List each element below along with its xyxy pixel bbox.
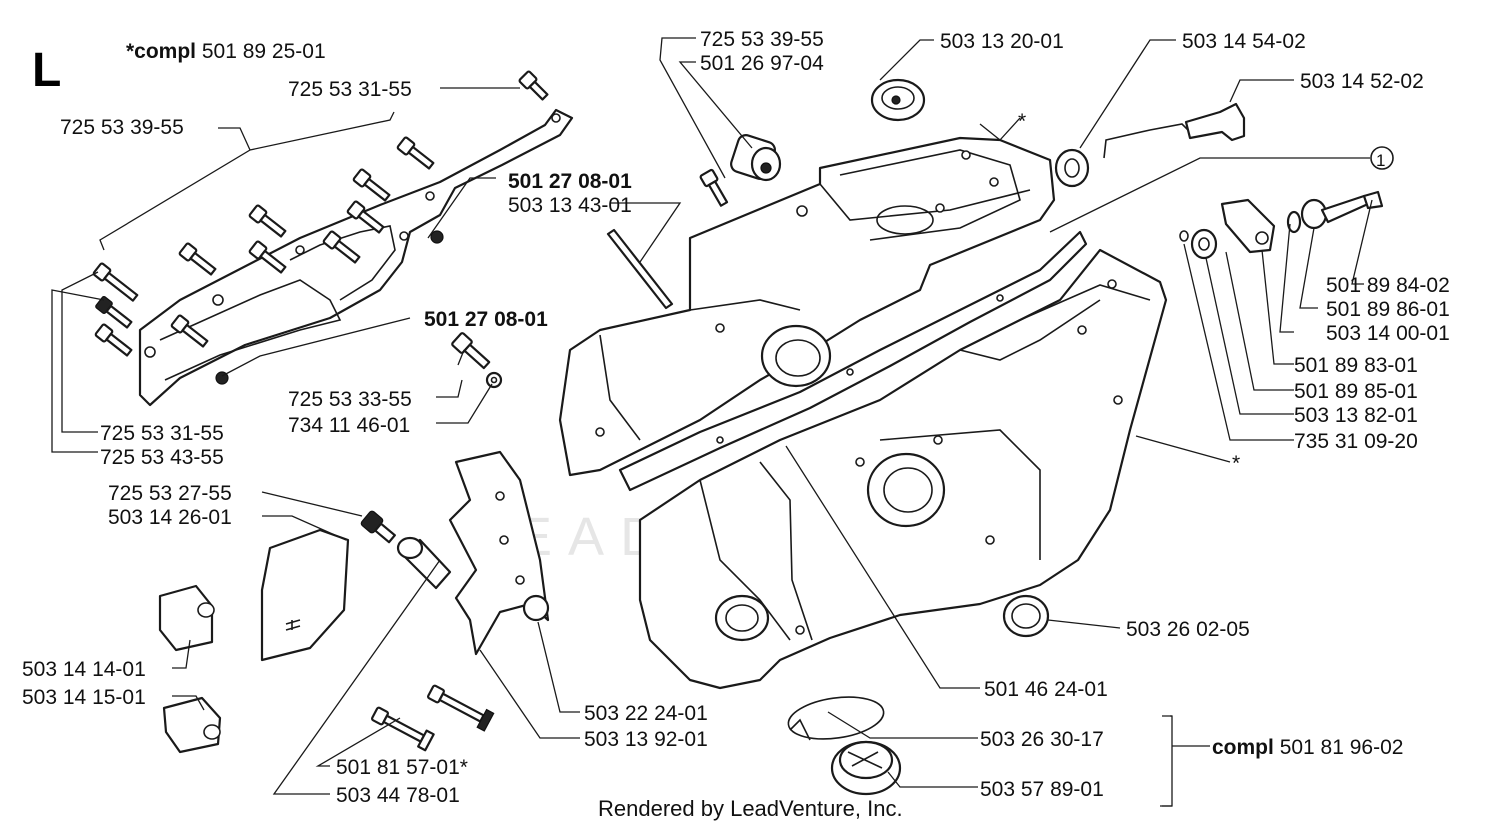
oil-seal: [1002, 594, 1050, 638]
part-label: 503 22 24-01: [584, 702, 708, 725]
decompression-valve: [1179, 190, 1384, 260]
part-label: 501 26 97-04: [700, 52, 824, 75]
cap-screws-gasket: [92, 70, 549, 385]
footer-credit: Rendered by LeadVenture, Inc.: [598, 796, 903, 821]
fuel-cap: [787, 696, 902, 796]
compl-top-label: *compl 501 89 25-01: [126, 40, 326, 63]
svg-text:1: 1: [1376, 151, 1385, 170]
part-label: 503 13 92-01: [584, 728, 708, 751]
part-label: 501 46 24-01: [984, 678, 1108, 701]
part-label: 725 53 39-55: [60, 116, 184, 139]
part-label: 503 14 54-02: [1182, 30, 1306, 53]
part-label: 725 53 31-55: [100, 422, 224, 445]
part-label: 503 14 26-01: [108, 506, 232, 529]
chain-tensioner-bolts: [371, 684, 495, 752]
av-element: [699, 134, 782, 207]
part-label: 735 31 09-20: [1294, 430, 1418, 453]
part-label: 501 89 86-01: [1326, 298, 1450, 321]
part-label: 501 89 85-01: [1294, 380, 1418, 403]
crankcase-gasket: [618, 230, 1088, 492]
part-label: 503 14 15-01: [22, 686, 146, 709]
section-letter: L: [32, 44, 61, 97]
crankcase-lower: [638, 248, 1168, 690]
asterisk-upper: *: [1018, 110, 1026, 133]
rod: [606, 228, 674, 310]
leader-lines: [51, 37, 1373, 807]
part-label: 501 27 08-01: [424, 308, 548, 331]
part-label: 725 53 39-55: [700, 28, 824, 51]
grommet: [1054, 148, 1090, 188]
callout-1: 1: [1370, 146, 1394, 170]
part-label: 503 13 43-01: [508, 194, 632, 217]
part-label: 501 89 84-02: [1326, 274, 1450, 297]
crankcase-upper: [558, 136, 1056, 477]
part-label: 503 13 20-01: [940, 30, 1064, 53]
asterisk-lower: *: [1232, 452, 1240, 475]
plug-cap: [870, 78, 926, 122]
part-label: 725 53 33-55: [288, 388, 412, 411]
bumper-spike: [448, 450, 550, 656]
part-label: 503 26 30-17: [980, 728, 1104, 751]
part-label: 725 53 27-55: [108, 482, 232, 505]
part-label: 501 89 83-01: [1294, 354, 1418, 377]
part-label: 503 14 00-01: [1326, 322, 1450, 345]
buffer-pads: [158, 584, 222, 754]
compl-right-label: compl 501 81 96-02: [1212, 736, 1403, 759]
chain-catcher-plate: [260, 528, 350, 662]
part-label: 503 14 52-02: [1300, 70, 1424, 93]
part-label: 725 53 31-55: [288, 78, 412, 101]
part-label: 503 14 14-01: [22, 658, 146, 681]
spike-screw-sleeve: [360, 510, 550, 622]
screw-washer: [451, 332, 503, 389]
part-label: 503 44 78-01: [336, 784, 460, 807]
part-label: 503 26 02-05: [1126, 618, 1250, 641]
fuel-hose: [1103, 102, 1246, 159]
part-label: 501 27 08-01: [508, 170, 632, 193]
part-label: 503 57 89-01: [980, 778, 1104, 801]
part-label: 725 53 43-55: [100, 446, 224, 469]
part-label: 501 81 57-01*: [336, 756, 468, 779]
part-label: 503 13 82-01: [1294, 404, 1418, 427]
part-label: 734 11 46-01: [288, 414, 410, 437]
